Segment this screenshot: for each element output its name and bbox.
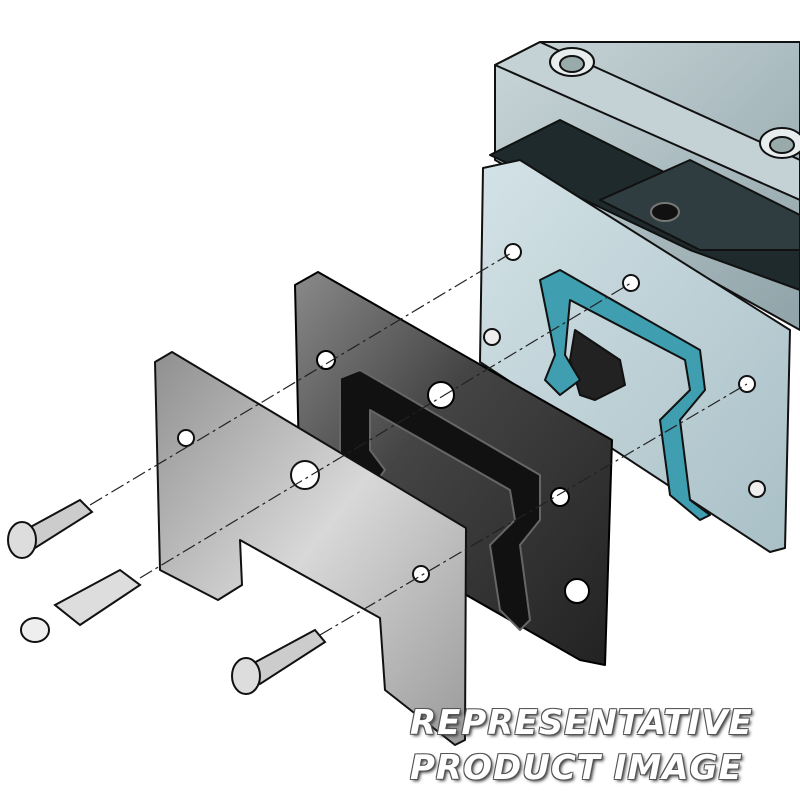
carriage-block [489,41,800,331]
grease-nipple [20,568,142,643]
watermark-line-2: PRODUCT IMAGE [410,748,743,788]
watermark-line-1: REPRESENTATIVE [410,703,753,743]
assembly-axis-lines [89,251,748,636]
screw-bottom [231,628,327,695]
scraper-plate [154,351,467,746]
screw-top [7,498,94,559]
end-face-plate [479,159,791,553]
